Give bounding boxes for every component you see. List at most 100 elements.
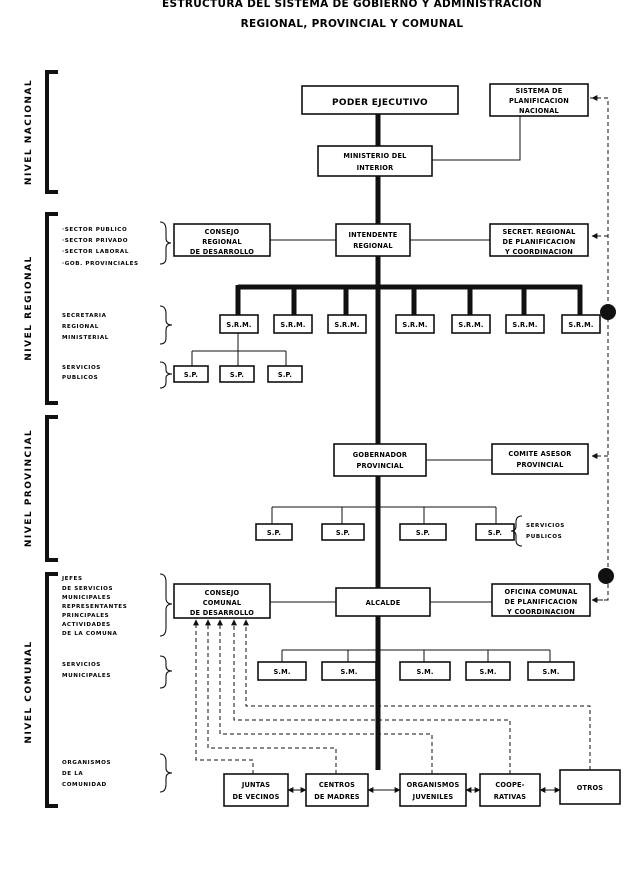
gobernador-l2: PROVINCIAL (356, 462, 404, 470)
juntas-l1: JUNTAS (241, 781, 270, 789)
srm-label-5: S.R.M. (458, 321, 483, 329)
centros-l2: DE MADRES (314, 793, 360, 801)
level-provincial: NIVEL PROVINCIAL (24, 429, 34, 547)
sp-regional-box-2: S.P. (219, 365, 255, 383)
secret-regional-box: SECRET. REGIONAL DE PLANIFICACION Y COOR… (489, 223, 589, 257)
secret-regional-l3: Y COORDINACION (504, 248, 573, 256)
dash-otros-consejo (243, 619, 591, 770)
consejo-comunal-l1: CONSEJO (205, 589, 240, 597)
srm-box-3: S.R.M. (327, 314, 367, 334)
gobernador-box: GOBERNADOR PROVINCIAL (333, 443, 427, 477)
organismos-comunidad-l2: DE LA (62, 771, 83, 777)
organismos-juv-l2: JUVENILES (412, 793, 454, 801)
sector-publico-label: ·SECTOR PUBLICO (62, 227, 127, 233)
jefes-l6: ACTIVIDADES (62, 622, 111, 628)
chart-title-line1: ESTRUCTURA DEL SISTEMA DE GOBIERNO Y ADM… (162, 0, 542, 10)
organismos-comunidad-l3: COMUNIDAD (62, 782, 107, 788)
poder-ejecutivo-box: PODER EJECUTIVO (301, 85, 459, 115)
sp-regional-box-1: S.P. (173, 365, 209, 383)
jefes-l5: PRINCIPALES (62, 613, 109, 619)
consejo-regional-l2: REGIONAL (202, 238, 242, 246)
sm-box-3: S.M. (399, 661, 451, 681)
srm-box-7: S.R.M. (561, 314, 601, 334)
sp-provincial-label-3: S.P. (416, 529, 430, 537)
chart-title-line2: REGIONAL, PROVINCIAL Y COMUNAL (241, 18, 464, 30)
bracket-provincial (45, 415, 58, 562)
brace-sectores (159, 221, 172, 265)
jefes-l3: MUNICIPALES (62, 595, 111, 601)
sp-provincial-label-2: S.P. (336, 529, 350, 537)
oficina-comunal-l1: OFICINA COMUNAL (505, 588, 579, 596)
comite-l1: COMITE ASESOR (508, 450, 571, 458)
jefes-l2: DE SERVICIOS (62, 586, 113, 592)
servicios-publicos-reg-l2: PUBLICOS (62, 375, 98, 381)
consejo-comunal-l2: COMUNAL (203, 599, 242, 607)
consejo-comunal-l3: DE DESARROLLO (190, 609, 254, 617)
coop-l1: COOPE- (495, 781, 524, 789)
sm-box-4: S.M. (465, 661, 511, 681)
sm-label-3: S.M. (416, 668, 433, 676)
sp-provincial-label-4: S.P. (488, 529, 502, 537)
sp-regional-label-2: S.P. (230, 371, 244, 379)
bracket-regional (45, 212, 58, 405)
sp-regional-label-1: S.P. (184, 371, 198, 379)
gob-provinciales-label: ·GOB. PROVINCIALES (62, 261, 139, 267)
junction-dot-comunal (598, 568, 614, 584)
sp-regional-box-3: S.P. (267, 365, 303, 383)
ministerio-l1: MINISTERIO DEL (343, 152, 407, 160)
intendente-l2: REGIONAL (353, 242, 393, 250)
jefes-l7: DE LA COMUNA (62, 631, 118, 637)
ministerio-box: MINISTERIO DEL INTERIOR (317, 145, 433, 177)
sm-label-4: S.M. (479, 668, 496, 676)
organismos-comunidad-l1: ORGANISMOS (62, 760, 111, 766)
servicios-municipales-l1: SERVICIOS (62, 662, 101, 668)
planificacion-nacional-box: SISTEMA DE PLANIFICACION NACIONAL (489, 83, 589, 117)
sm-box-1: S.M. (257, 661, 307, 681)
srm-label-1: S.R.M. (226, 321, 251, 329)
oficina-comunal-l3: Y COORDINACION (506, 608, 575, 616)
poder-ejecutivo-label: PODER EJECUTIVO (332, 98, 428, 108)
secret-regional-l1: SECRET. REGIONAL (502, 228, 576, 236)
srm-box-5: S.R.M. (451, 314, 491, 334)
alcalde-label: ALCALDE (366, 599, 401, 607)
level-nacional: NIVEL NACIONAL (24, 79, 34, 185)
sp-provincial-box-3: S.P. (399, 523, 447, 541)
brace-organismos-comunidad (159, 753, 173, 793)
srm-label-4: S.R.M. (402, 321, 427, 329)
secret-regional-l2: DE PLANIFICACION (503, 238, 576, 246)
sp-provincial-label-1: S.P. (267, 529, 281, 537)
consejo-regional-l1: CONSEJO (205, 228, 240, 236)
otros-box: OTROS (559, 769, 621, 805)
gobernador-l1: GOBERNADOR (353, 451, 407, 459)
srm-label-3: S.R.M. (334, 321, 359, 329)
sector-privado-label: ·SECTOR PRIVADO (62, 238, 128, 244)
organismos-juv-l1: ORGANISMOS (407, 781, 460, 789)
sector-laboral-label: ·SECTOR LABORAL (62, 249, 129, 255)
srm-label-2: S.R.M. (280, 321, 305, 329)
otros-label: OTROS (577, 784, 604, 792)
brace-servicios-prov (510, 515, 523, 547)
sm-box-2: S.M. (321, 661, 377, 681)
bracket-nacional (45, 70, 58, 194)
planif-nacional-l3: NACIONAL (519, 107, 560, 115)
sm-box-5: S.M. (527, 661, 575, 681)
sm-label-1: S.M. (273, 668, 290, 676)
sm-label-2: S.M. (340, 668, 357, 676)
sm-branch (281, 649, 551, 662)
dash-juntas-consejo (193, 619, 254, 774)
sp-provincial-box-2: S.P. (321, 523, 365, 541)
sp-regional-label-3: S.P. (278, 371, 292, 379)
dashed-planning-line (590, 97, 609, 601)
brace-secretaria (159, 305, 173, 345)
level-regional: NIVEL REGIONAL (24, 255, 34, 361)
sp-provincial-box-1: S.P. (255, 523, 293, 541)
secretaria-l2: REGIONAL (62, 324, 99, 330)
coop-l2: RATIVAS (494, 793, 527, 801)
secretaria-l1: SECRETARIA (62, 313, 107, 319)
dash-centros-consejo (205, 619, 337, 774)
organismos-juveniles-box: ORGANISMOS JUVENILES (399, 773, 467, 807)
juntas-l2: DE VECINOS (232, 793, 279, 801)
secretaria-l3: MINISTERIAL (62, 335, 109, 341)
juntas-box: JUNTAS DE VECINOS (223, 773, 289, 807)
centros-l1: CENTROS (319, 781, 355, 789)
